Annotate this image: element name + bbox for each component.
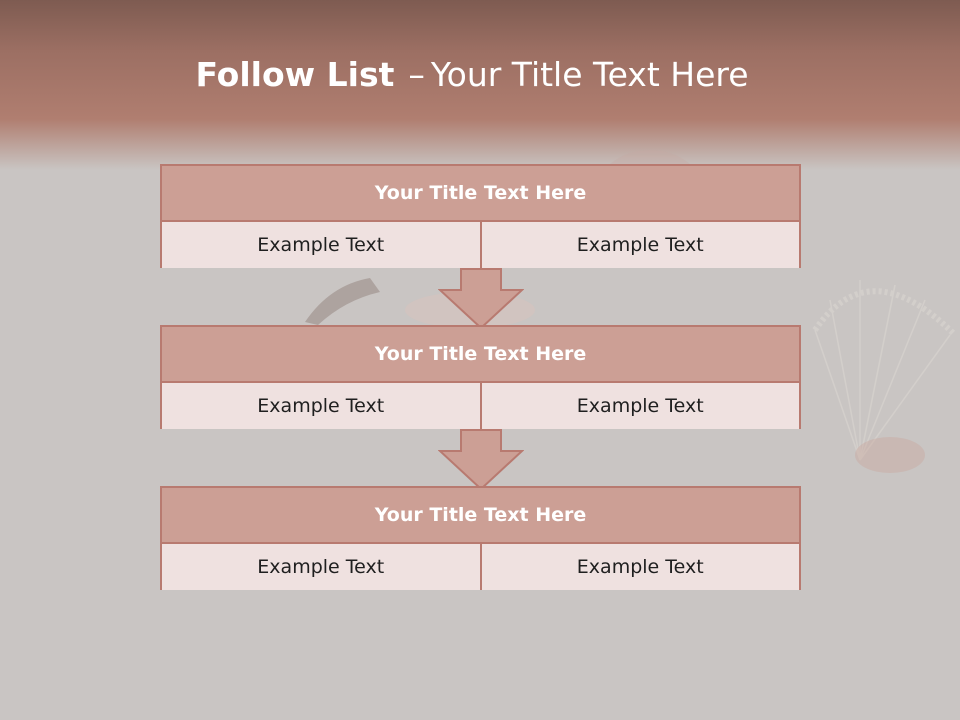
down-arrow-icon <box>438 429 524 491</box>
title-band <box>0 0 960 170</box>
block-cell-left: Example Text <box>162 544 480 590</box>
block-cell-right: Example Text <box>479 544 799 590</box>
list-block-1: Your Title Text Here Example Text Exampl… <box>160 164 801 268</box>
block-cell-left: Example Text <box>162 222 480 268</box>
list-block-2: Your Title Text Here Example Text Exampl… <box>160 325 801 429</box>
block-cell-right: Example Text <box>479 222 799 268</box>
block-title: Your Title Text Here <box>162 166 799 222</box>
lace-fan-decoration-right <box>812 280 958 461</box>
hand-shape <box>855 437 925 473</box>
list-block-3: Your Title Text Here Example Text Exampl… <box>160 486 801 590</box>
down-arrow-icon <box>438 268 524 330</box>
block-cell-left: Example Text <box>162 383 480 429</box>
title-subtitle: Your Title Text Here <box>430 55 749 94</box>
title-dash: – <box>408 55 425 94</box>
block-title: Your Title Text Here <box>162 327 799 383</box>
slide-title: Follow List–Your Title Text Here <box>0 52 944 98</box>
block-cell-right: Example Text <box>479 383 799 429</box>
title-main: Follow List <box>195 55 395 94</box>
lace-fan-decoration-left <box>305 278 380 325</box>
block-title: Your Title Text Here <box>162 488 799 544</box>
